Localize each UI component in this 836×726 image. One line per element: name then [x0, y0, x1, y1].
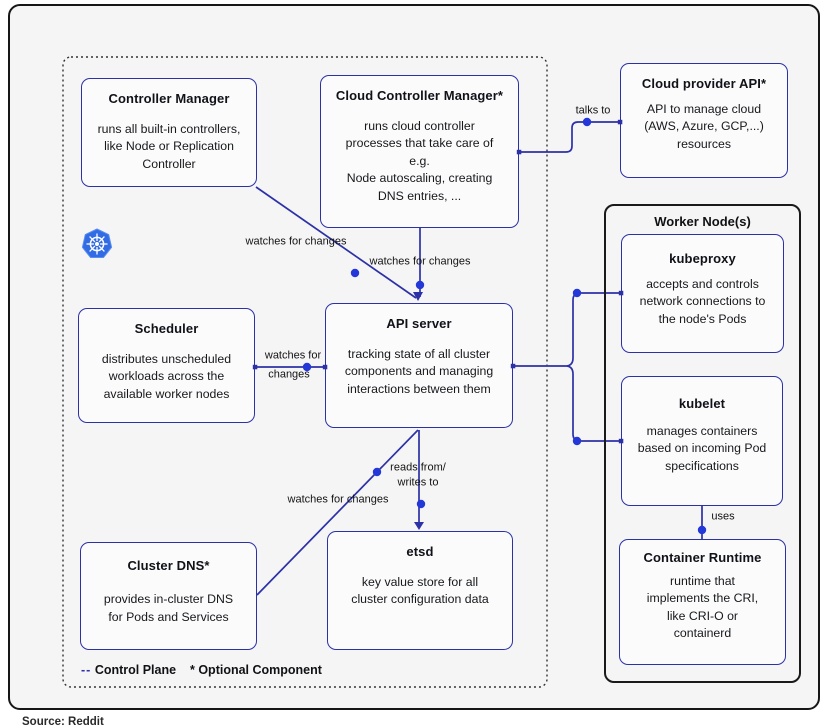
- scheduler-title: Scheduler: [134, 321, 199, 336]
- edge-label-changes: changes: [268, 368, 310, 381]
- kubelet-title: kubelet: [678, 396, 726, 411]
- edge-label-watches-for-changes-cm: watches for changes: [245, 235, 347, 248]
- kubernetes-logo-icon: [81, 228, 113, 258]
- box-container-runtime: Container Runtime runtime that implement…: [619, 539, 786, 665]
- edge-label-uses: uses: [711, 510, 735, 523]
- box-cloud-controller-manager: Cloud Controller Manager* runs cloud con…: [320, 75, 519, 228]
- edge-label-watches-for-changes-dns: watches for changes: [287, 493, 389, 506]
- api-server-title: API server: [386, 316, 452, 331]
- edge-label-watches-for-changes-ccm: watches for changes: [369, 255, 471, 268]
- edge-label-talks-to: talks to: [575, 104, 611, 117]
- box-kubeproxy: kubeproxy accepts and controls network c…: [621, 234, 784, 353]
- box-controller-manager: Controller Manager runs all built-in con…: [81, 78, 257, 187]
- controller-manager-title: Controller Manager: [108, 91, 230, 106]
- cluster-dns-description: provides in-cluster DNS for Pods and Ser…: [103, 592, 234, 624]
- legend-optional-component: * Optional Component: [190, 663, 322, 677]
- source-caption: Source: Reddit: [22, 716, 104, 726]
- etsd-title: etsd: [406, 544, 434, 559]
- kubeproxy-title: kubeproxy: [669, 251, 736, 266]
- api-server-description: tracking state of all cluster components…: [344, 347, 494, 396]
- legend-control-plane-label: Control Plane: [94, 663, 177, 677]
- cloud-controller-manager-description: runs cloud controller processes that tak…: [345, 119, 494, 203]
- legend-control-plane-dashes: --: [81, 663, 92, 677]
- box-cloud-provider-api: Cloud provider API* API to manage cloud …: [620, 63, 788, 178]
- legend-control-plane: -- Control Plane: [81, 663, 176, 677]
- worker-nodes-title: Worker Node(s): [654, 214, 751, 229]
- box-etsd: etsd key value store for all cluster con…: [327, 531, 513, 650]
- box-worker-nodes: Worker Node(s): [604, 204, 801, 683]
- cloud-provider-api-title: Cloud provider API*: [641, 76, 767, 91]
- edge-label-reads-writes: reads from/ writes to: [390, 461, 446, 488]
- container-runtime-title: Container Runtime: [643, 550, 762, 565]
- box-scheduler: Scheduler distributes unscheduled worklo…: [78, 308, 255, 423]
- cloud-provider-api-description: API to manage cloud (AWS, Azure, GCP,...…: [644, 102, 764, 151]
- box-api-server: API server tracking state of all cluster…: [325, 303, 513, 428]
- cloud-controller-manager-title: Cloud Controller Manager*: [335, 88, 504, 103]
- cluster-dns-title: Cluster DNS*: [127, 558, 210, 574]
- scheduler-description: distributes unscheduled workloads across…: [101, 352, 232, 401]
- kubeproxy-description: accepts and controls network connections…: [639, 277, 766, 326]
- box-cluster-dns: Cluster DNS* provides in-cluster DNS for…: [80, 542, 257, 650]
- kubelet-description: manages containers based on incoming Pod…: [637, 424, 767, 473]
- container-runtime-description: runtime that implements the CRI, like CR…: [646, 574, 759, 641]
- box-kubelet: kubelet manages containers based on inco…: [621, 376, 783, 506]
- edge-label-watches-for: watches for: [264, 349, 322, 362]
- etsd-description: key value store for all cluster configur…: [351, 575, 489, 607]
- controller-manager-description: runs all built-in controllers, like Node…: [97, 122, 241, 171]
